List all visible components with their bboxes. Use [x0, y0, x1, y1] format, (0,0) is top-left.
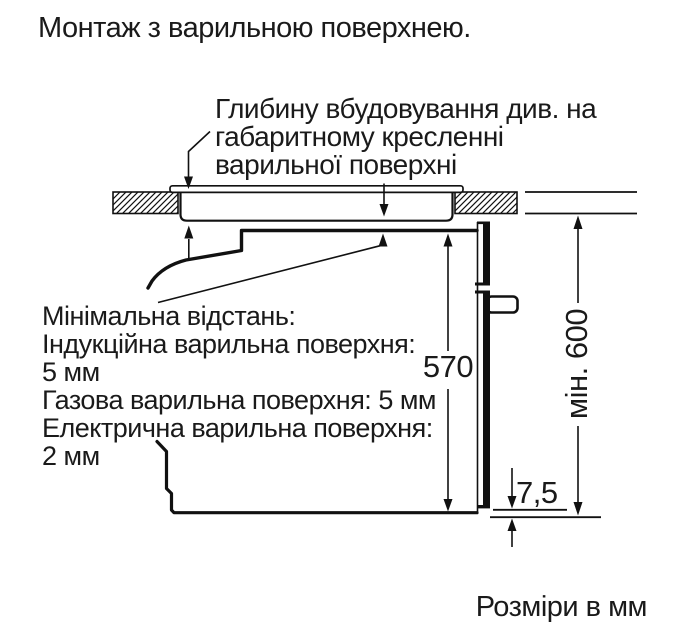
hob-body: [179, 189, 454, 222]
diagram-title: Монтаж з варильною поверхнею.: [38, 12, 471, 44]
dim-7-5-arrows: [507, 468, 517, 547]
oven-door-handle: [485, 295, 519, 314]
min-distance-arrow-left: [184, 225, 194, 258]
hob-depth-note: Глибину вбудовування див. на габаритному…: [215, 93, 597, 180]
dim-570-arrows: [443, 233, 453, 512]
oven-door-panel: [475, 221, 490, 509]
dim-7-5-extension-lines: [490, 508, 601, 519]
note-leader-arrow: [184, 130, 211, 189]
oven-top-outline: [146, 228, 479, 290]
dim-min-600-label: мін. 600: [559, 308, 594, 420]
hob-flange: [169, 184, 464, 194]
worktop-left-section: [112, 191, 179, 215]
dim-600-arrows: [573, 215, 583, 516]
min-distance-note: Мінімальна відстань: Індукційна варильна…: [42, 301, 436, 471]
worktop-continuation-lines: [525, 191, 637, 215]
oven-bottom-outline: [155, 439, 479, 515]
dim-570-label: 570: [422, 349, 474, 384]
units-note: Розміри в мм: [475, 591, 648, 623]
min-distance-leader-arrow: [157, 233, 388, 304]
hob-depth-arrow: [379, 183, 389, 217]
dim-7-5-label: 7,5: [516, 475, 558, 510]
worktop-right-section: [454, 191, 518, 215]
